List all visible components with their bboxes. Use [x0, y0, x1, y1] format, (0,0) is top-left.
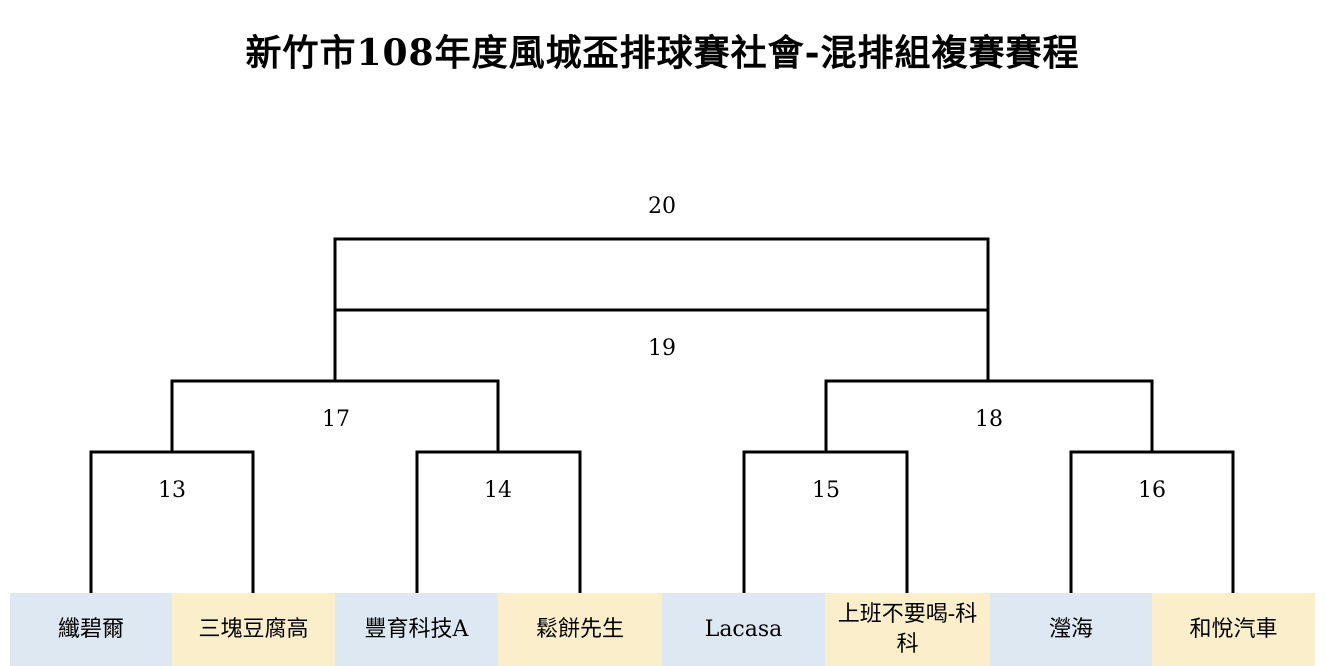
match-number-18: 18	[975, 407, 1003, 432]
match-number-16: 16	[1138, 478, 1166, 503]
match-number-17: 17	[322, 407, 350, 432]
team-slot-6: 上班不要喝-科科	[825, 593, 990, 666]
match-16-bracket	[1069, 450, 1235, 593]
match-number-14: 14	[484, 478, 512, 503]
page-title: 新竹市108年度風城盃排球賽社會-混排組複賽賽程	[245, 32, 1080, 74]
match-number-19: 19	[648, 336, 676, 361]
team-slot-3: 豐育科技A	[335, 593, 498, 666]
team-slot-8: 和悅汽車	[1152, 593, 1315, 666]
match-20-bracket	[333, 237, 990, 310]
match-number-13: 13	[158, 478, 186, 503]
team-slot-5: Lacasa	[662, 593, 825, 666]
match-19-bracket	[333, 308, 990, 381]
team-slot-1: 纖碧爾	[10, 593, 172, 666]
match-13-bracket	[89, 450, 255, 593]
match-14-bracket	[415, 450, 582, 593]
match-15-bracket	[742, 450, 909, 593]
team-slot-7: 瀅海	[990, 593, 1152, 666]
match-number-15: 15	[812, 478, 840, 503]
match-number-20: 20	[648, 194, 676, 219]
team-slot-2: 三塊豆腐高	[172, 593, 335, 666]
team-slot-4: 鬆餅先生	[498, 593, 662, 666]
